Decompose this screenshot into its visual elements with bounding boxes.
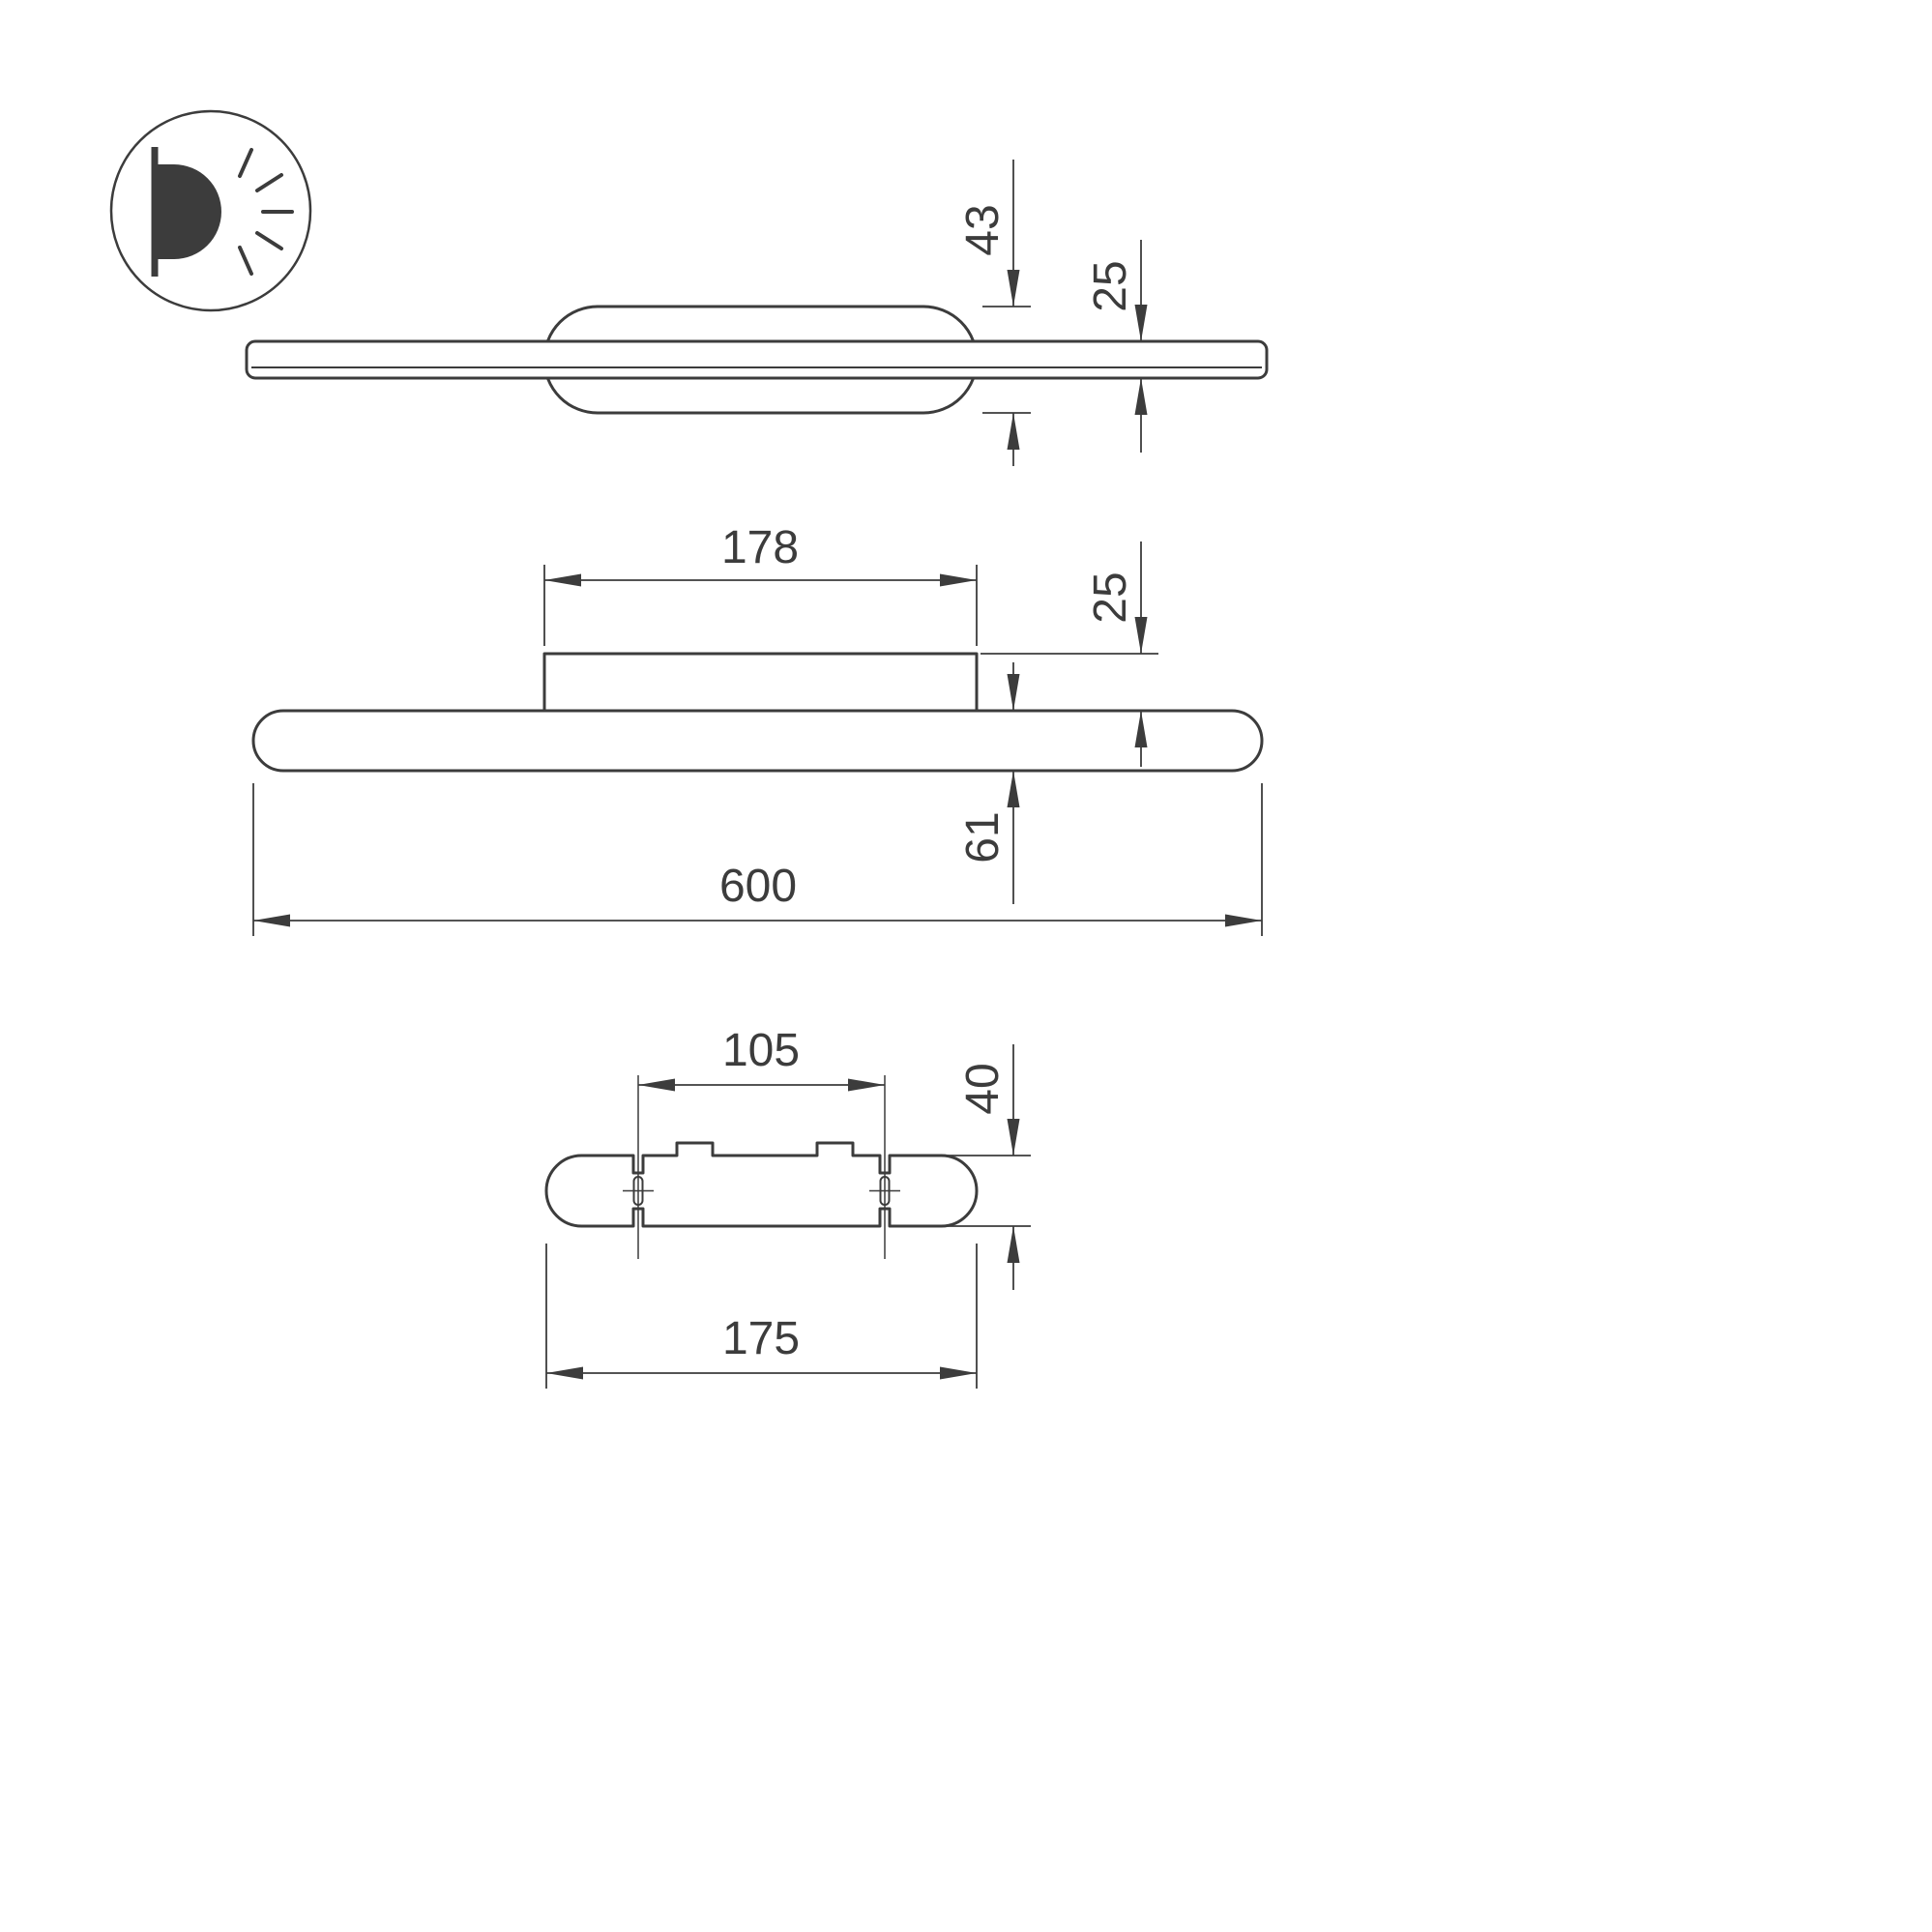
dimension-slot-spacing: 105 — [638, 1025, 885, 1092]
dim-43-label: 43 — [957, 204, 1009, 255]
icon-lamp-body — [155, 164, 221, 259]
dimension-bracket-depth: 43 — [957, 160, 1031, 466]
front-view — [251, 652, 1264, 773]
dim-105-label: 105 — [722, 1025, 800, 1076]
dim-175-label: 175 — [722, 1313, 800, 1364]
dim-178-label: 178 — [721, 522, 799, 573]
dim-600-label: 600 — [719, 861, 797, 912]
icon-light-rays — [238, 148, 294, 276]
dim-40-label: 40 — [957, 1063, 1009, 1114]
front-view-body-bar — [251, 709, 1264, 773]
icon-circle — [109, 109, 312, 312]
dimension-overall-length: 600 — [252, 783, 1263, 936]
wall-light-icon — [109, 109, 312, 312]
dimension-bracket-height: 25 — [981, 542, 1158, 767]
dim-25-side-label: 25 — [1085, 260, 1136, 311]
dimension-bracket-width: 178 — [543, 522, 978, 646]
dimension-bracket-length: 175 — [545, 1244, 978, 1389]
dimension-body-height: 61 — [957, 662, 1031, 904]
bracket-outline — [544, 1141, 979, 1228]
front-view-bracket — [542, 652, 979, 711]
dimension-body-thickness: 25 — [1085, 240, 1158, 453]
dim-61-label: 61 — [957, 811, 1009, 863]
dimension-bracket-width-depth: 40 — [948, 1044, 1031, 1290]
side-view — [245, 305, 1269, 415]
dim-25-front-label: 25 — [1085, 571, 1136, 623]
bracket-view — [544, 1075, 979, 1259]
side-view-body-bar — [245, 339, 1269, 380]
